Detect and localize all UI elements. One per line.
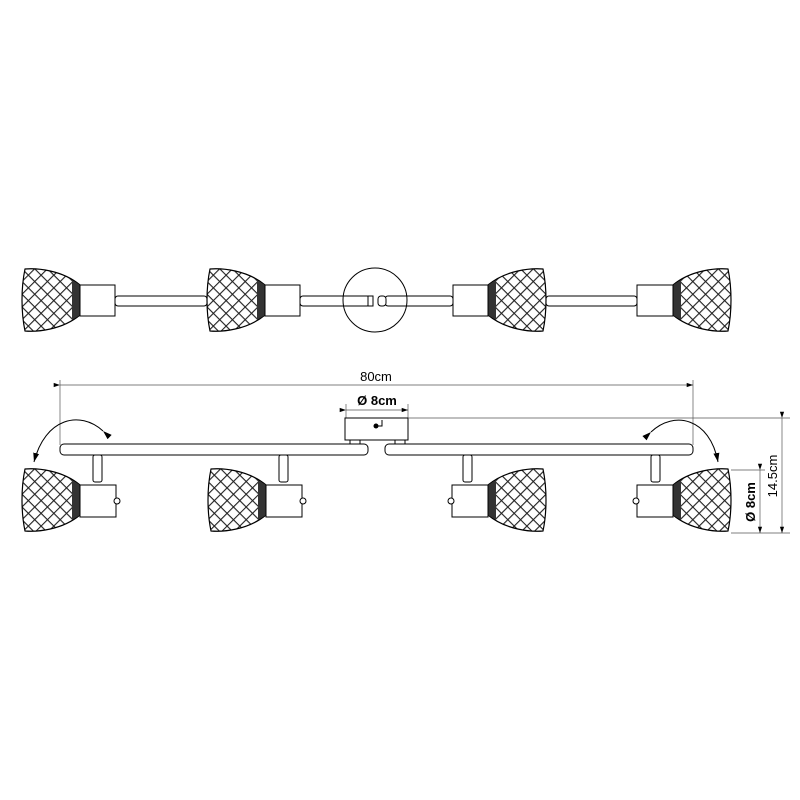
left-bar bbox=[59, 443, 369, 456]
rotation-arrow-icon bbox=[33, 419, 112, 463]
knob-icon bbox=[299, 497, 307, 505]
top-view bbox=[21, 267, 732, 333]
arm-rod bbox=[545, 295, 638, 307]
spot-shade bbox=[672, 268, 732, 332]
spot-shade bbox=[21, 468, 81, 532]
spot-stem bbox=[92, 454, 103, 483]
socket-box bbox=[636, 484, 674, 518]
height-label: 14.5cm bbox=[765, 455, 780, 498]
spot-shade bbox=[487, 268, 547, 332]
screw-icon bbox=[373, 423, 379, 429]
socket-box bbox=[79, 484, 117, 518]
spot-stem bbox=[278, 454, 289, 483]
arm-rod bbox=[299, 295, 371, 307]
socket-box bbox=[265, 484, 303, 518]
canopy-diameter-label: Ø 8cm bbox=[357, 393, 397, 408]
spot-shade bbox=[672, 468, 732, 532]
canopy-circle bbox=[342, 267, 408, 333]
arm-rod bbox=[114, 295, 208, 307]
socket-box bbox=[452, 284, 489, 317]
spot-shade bbox=[206, 268, 266, 332]
spot-stem bbox=[650, 454, 661, 483]
shade-diameter-label: Ø 8cm bbox=[743, 482, 758, 522]
knob-icon bbox=[447, 497, 455, 505]
socket-box bbox=[636, 284, 674, 317]
spot-shade bbox=[487, 468, 547, 532]
knob-icon bbox=[632, 497, 640, 505]
right-bar bbox=[384, 443, 694, 456]
rod-end bbox=[377, 295, 387, 307]
length-label: 80cm bbox=[360, 369, 392, 384]
canopy bbox=[344, 417, 409, 441]
arm-rod bbox=[384, 295, 454, 307]
socket-box bbox=[451, 484, 489, 518]
knob-icon bbox=[113, 497, 121, 505]
canopy-detail bbox=[378, 420, 383, 427]
spot-shade bbox=[207, 468, 267, 532]
rotation-arrow-icon bbox=[642, 419, 720, 463]
socket-box bbox=[79, 284, 116, 317]
side-view: 80cm Ø 8cm bbox=[21, 369, 790, 534]
rod-end bbox=[367, 295, 374, 307]
spot-stem bbox=[462, 454, 473, 483]
spot-shade bbox=[21, 268, 81, 332]
socket-box bbox=[264, 284, 301, 317]
